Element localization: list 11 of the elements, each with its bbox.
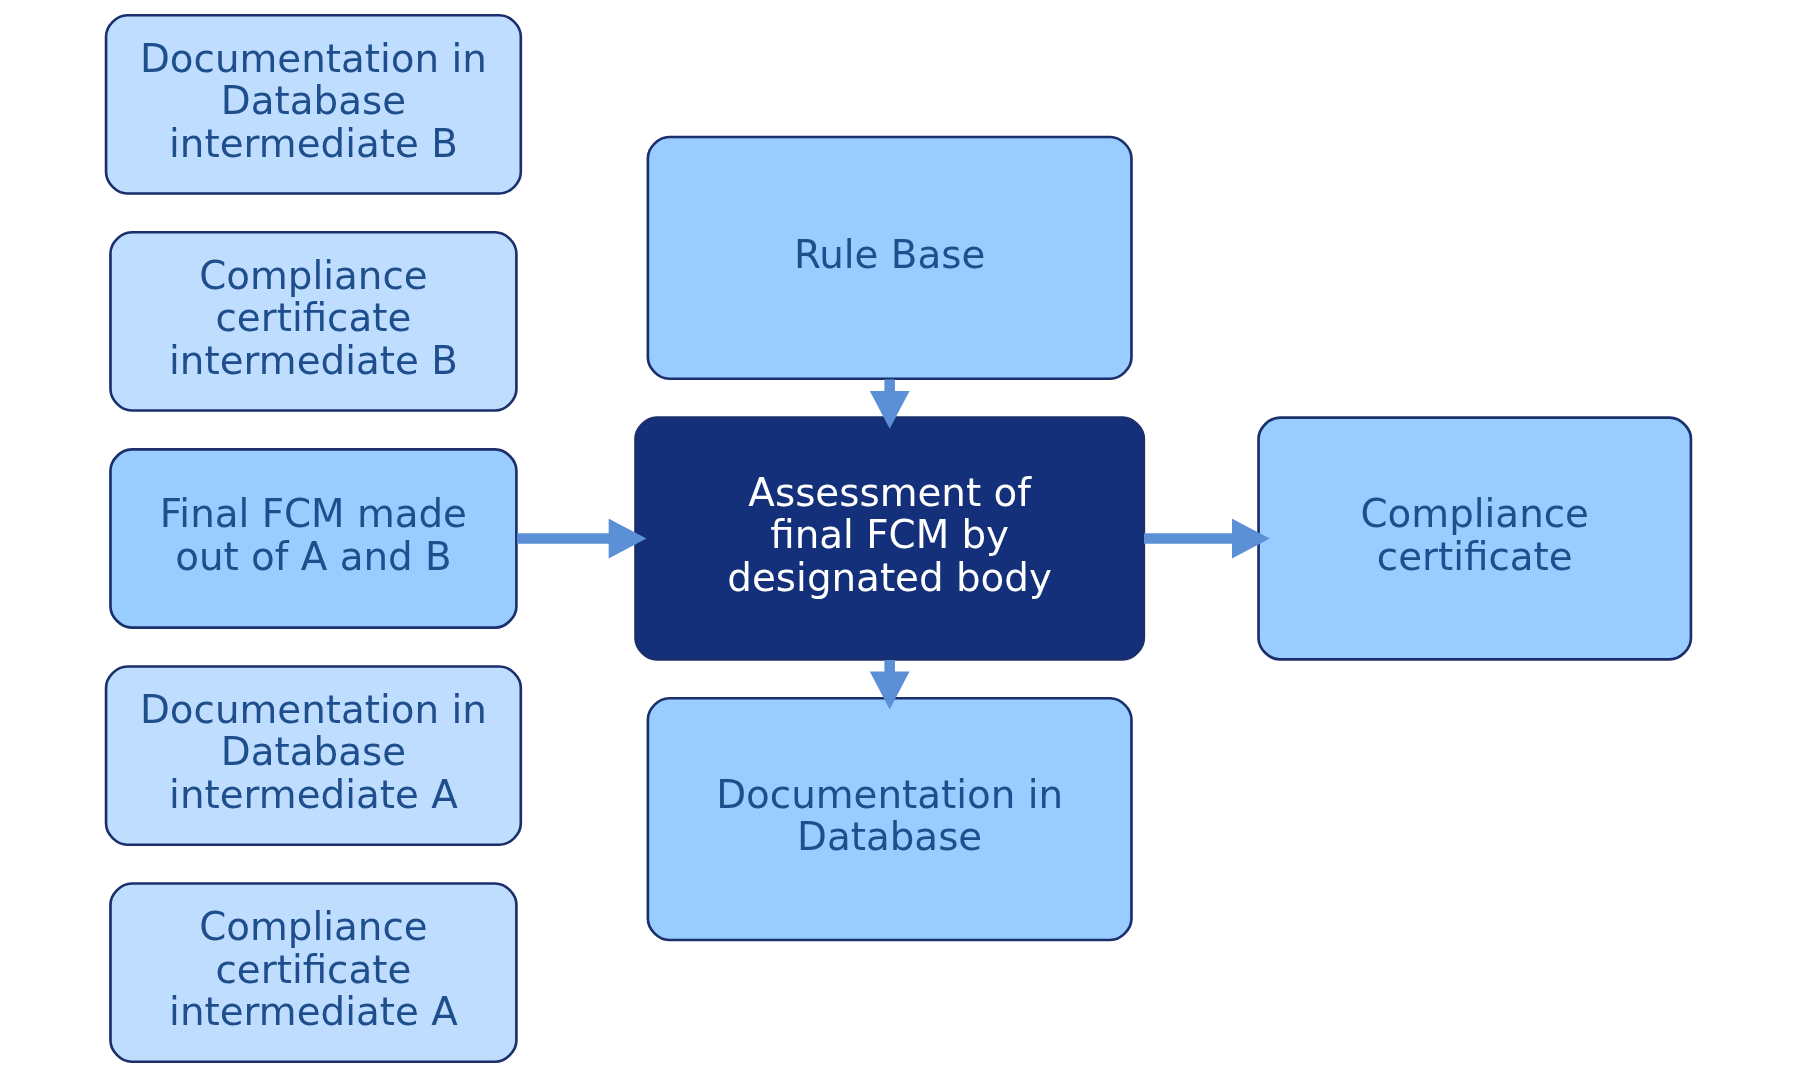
- node-box: Documentation in Database: [646, 696, 1133, 942]
- arrow: [516, 518, 647, 559]
- arrow: [1143, 518, 1270, 559]
- node-box: Documentation in Database intermediate B: [104, 13, 522, 195]
- node-box: Compliance certificate intermediate A: [108, 882, 518, 1064]
- node-box: Assessment of final FCM by designated body: [633, 416, 1145, 661]
- node-box: Compliance certificate intermediate B: [108, 230, 518, 412]
- node-box: Final FCM made out of A and B: [108, 448, 518, 629]
- node-box: Documentation in Database intermediate A: [104, 665, 522, 847]
- node-box: Compliance certificate: [1256, 416, 1692, 661]
- node-box: Rule Base: [646, 135, 1133, 381]
